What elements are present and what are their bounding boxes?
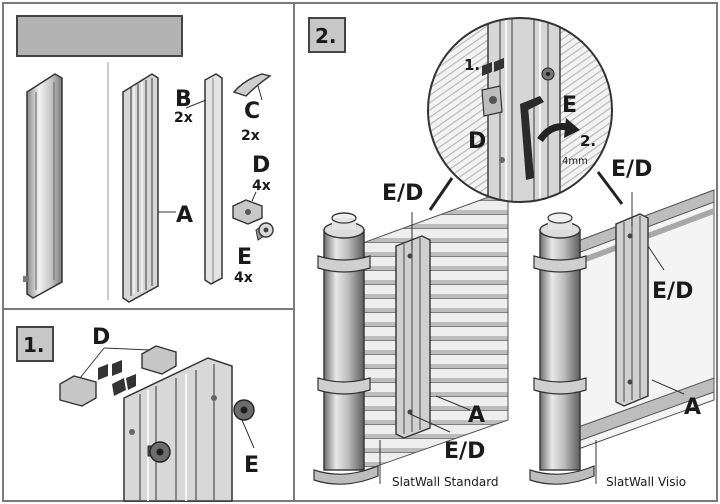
step-2-label-a-right: A xyxy=(684,395,701,420)
step-1-nut-lower xyxy=(59,375,97,407)
label-d: D xyxy=(252,153,270,178)
step-1-screw-left xyxy=(147,441,171,463)
label-b: B xyxy=(175,87,192,112)
label-a: A xyxy=(176,203,193,228)
step-2-label-ed-right-mid: E/D xyxy=(652,279,693,304)
qty-d: 4x xyxy=(252,178,271,194)
insert-arrow-detail xyxy=(482,58,504,76)
step-2-label-ed-left-top: E/D xyxy=(382,181,423,206)
leader-step1-d-lower xyxy=(79,347,105,379)
step-1-number: 1. xyxy=(23,333,45,357)
step-1-label-d: D xyxy=(92,325,110,350)
detail-label-d: D xyxy=(468,129,486,154)
slatwall-visio-assembly xyxy=(529,189,715,485)
leader-a-left xyxy=(435,395,471,411)
step-2-badge xyxy=(308,17,346,53)
detail-pointers xyxy=(428,171,624,211)
leader-b xyxy=(185,99,207,109)
slatwall-standard-assembly xyxy=(313,189,509,485)
step-2-label-ed-left-bottom: E/D xyxy=(444,439,485,464)
rotate-arrow-icon xyxy=(537,118,580,143)
insert-arrows xyxy=(98,360,136,396)
slot-nut-d-drawing xyxy=(232,199,263,225)
leader-ed-right-mid xyxy=(647,245,665,271)
caption-slatwall-visio: SlatWall Visio xyxy=(606,475,686,489)
detail-step-2: 2. xyxy=(580,132,596,150)
leader-c xyxy=(257,85,263,101)
gray-header-box xyxy=(16,15,183,57)
qty-b: 2x xyxy=(174,110,193,126)
step-1-nut-upper xyxy=(141,345,177,375)
step-2-label-ed-right-top: E/D xyxy=(611,157,652,182)
hex-key-size: 4mm xyxy=(562,156,588,167)
screw-e-drawing xyxy=(255,222,274,241)
leader-a-right xyxy=(651,379,685,395)
detail-label-e: E xyxy=(562,93,577,118)
detail-step-1: 1. xyxy=(464,56,480,74)
label-c: C xyxy=(244,99,260,124)
leader-step1-e xyxy=(241,419,255,449)
step-1-badge xyxy=(16,326,54,362)
step-1-profile-drawing xyxy=(123,357,233,502)
leader-step1-d-upper xyxy=(103,347,151,351)
strip-b-drawing xyxy=(204,73,223,285)
end-cap-c-drawing xyxy=(232,73,272,97)
profile-a-drawing xyxy=(122,73,159,303)
detail-zoom-circle xyxy=(427,17,613,203)
qty-c: 2x xyxy=(241,128,260,144)
step-2-number: 2. xyxy=(315,24,337,48)
leader-d xyxy=(251,191,257,202)
step-1-label-e: E xyxy=(244,453,259,478)
step-2-label-a-left: A xyxy=(468,403,485,428)
step-1-screw-right xyxy=(233,399,255,421)
qty-e: 4x xyxy=(234,270,253,286)
assembled-profile-drawing xyxy=(23,73,63,299)
label-e: E xyxy=(237,245,252,270)
leader-ed-left-bottom xyxy=(409,413,451,433)
caption-slatwall-standard: SlatWall Standard xyxy=(392,475,499,489)
